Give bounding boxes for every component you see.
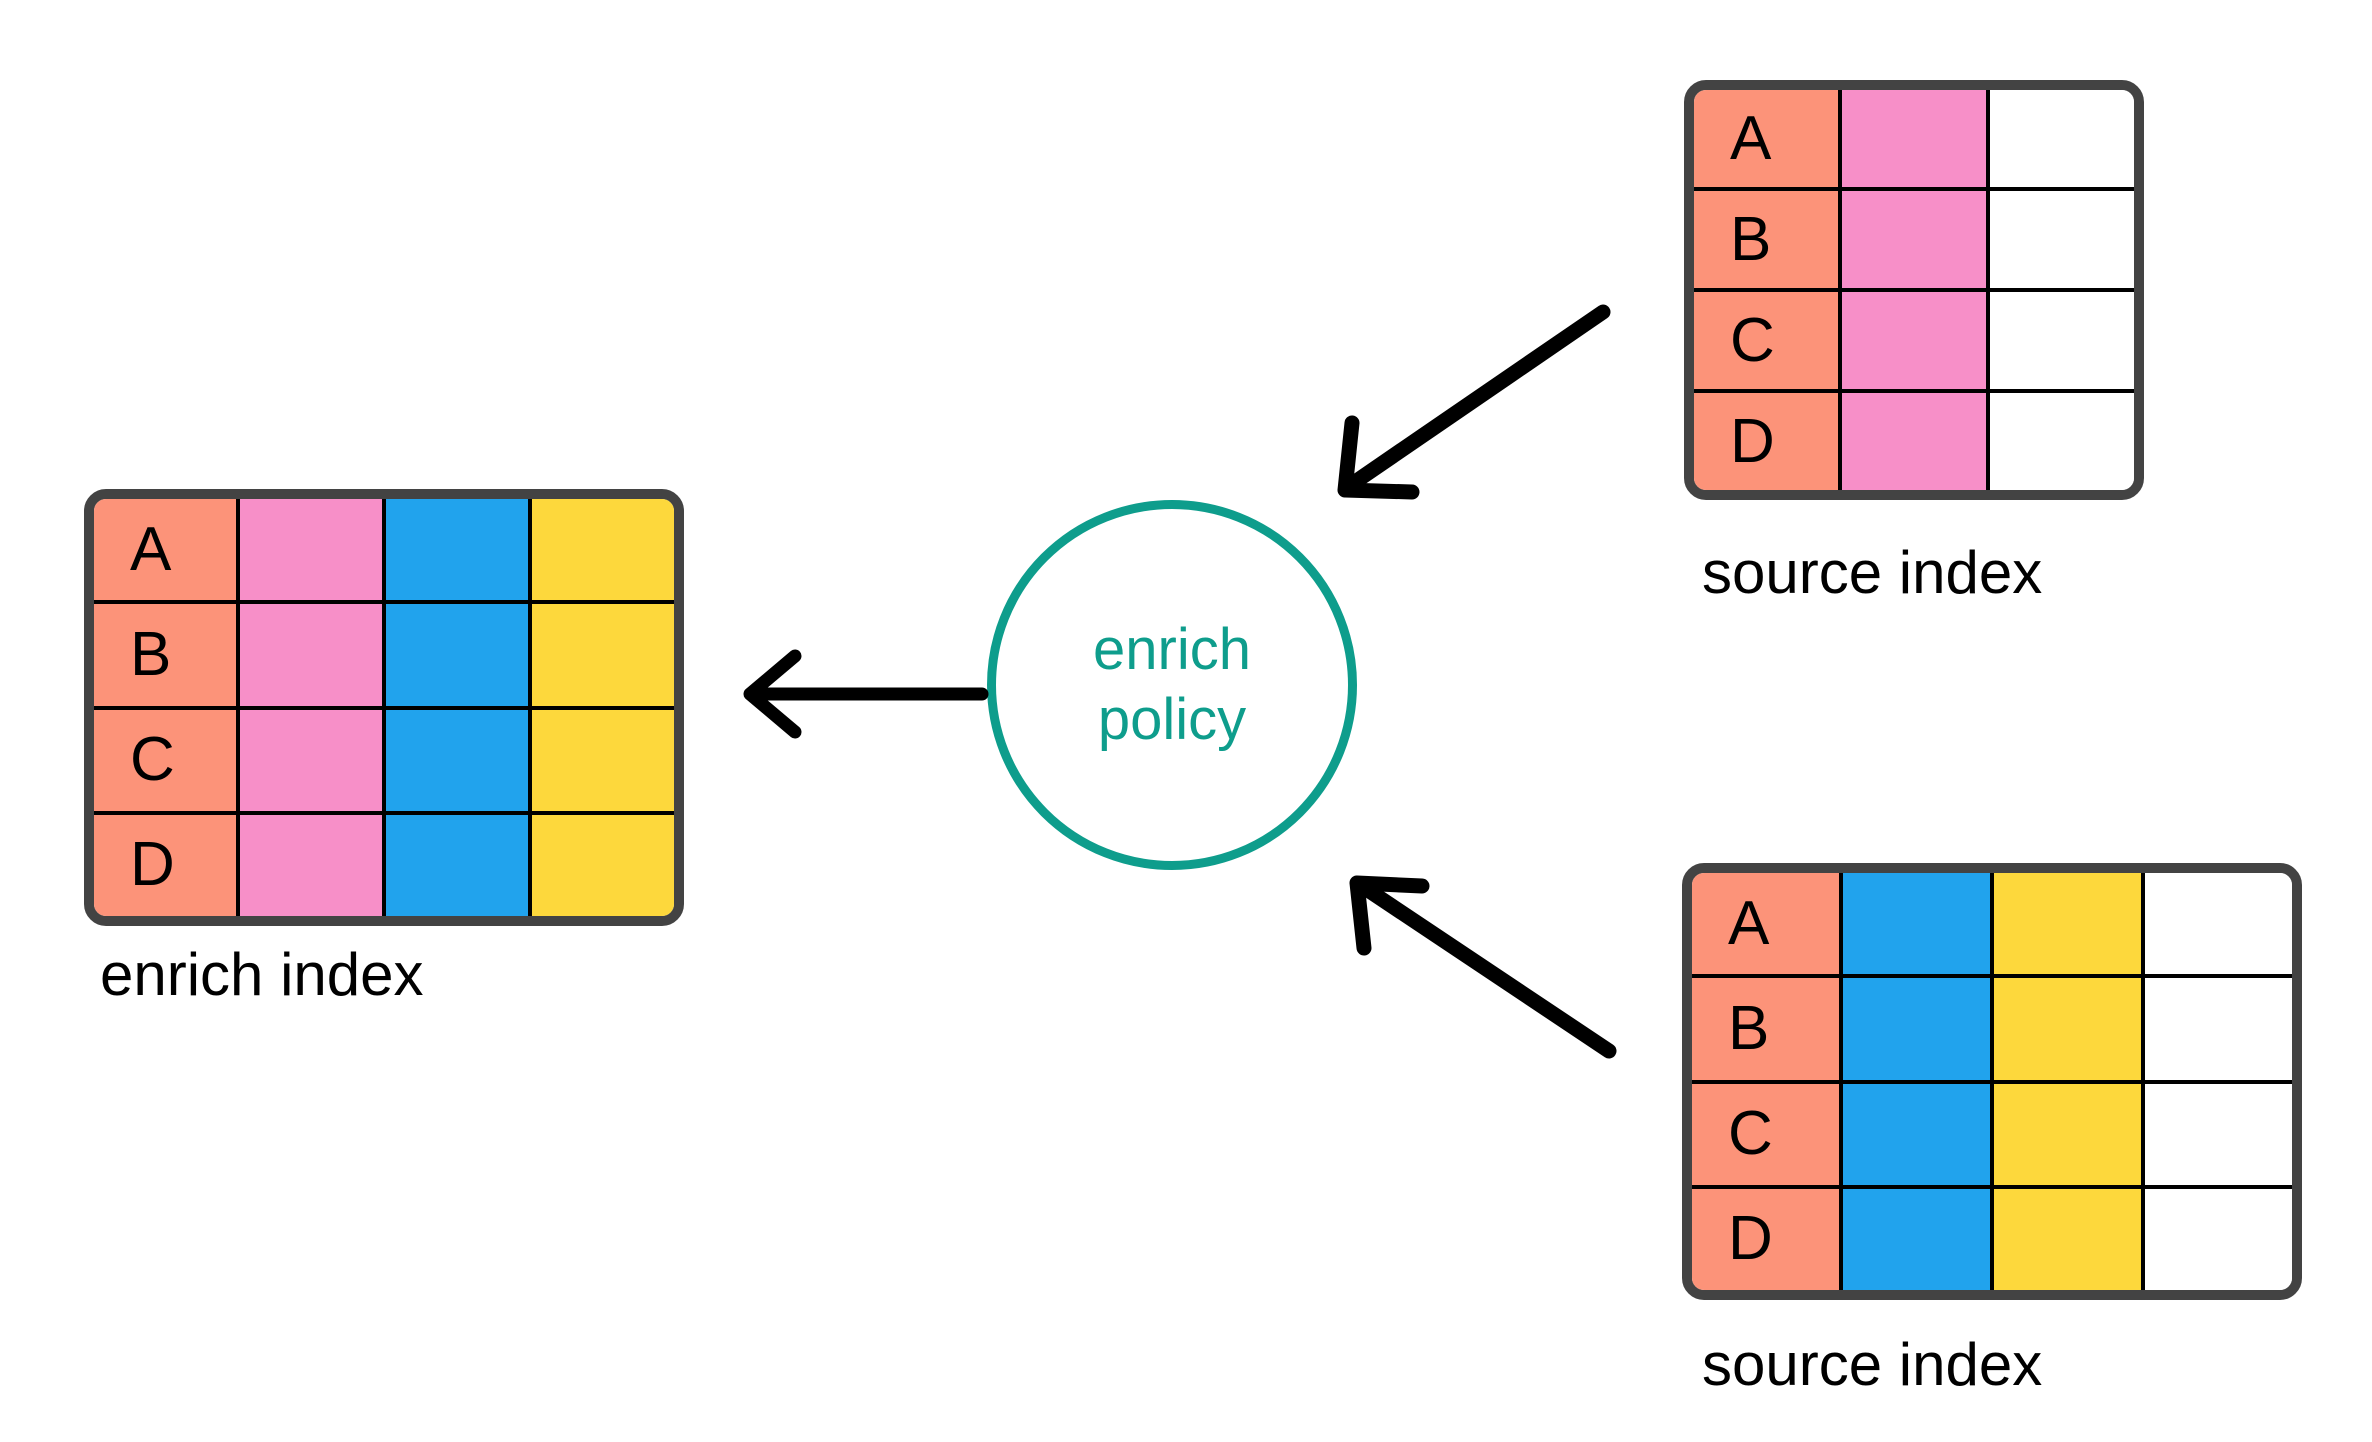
table-cell-yellow xyxy=(532,499,674,601)
table-cell-key: A xyxy=(1692,873,1843,975)
table-cell-key: C xyxy=(94,709,240,811)
table-cell-empty xyxy=(1990,393,2134,490)
table-row: C xyxy=(1692,1083,2292,1189)
table-cell-pink xyxy=(240,814,386,916)
table-cell-blue xyxy=(1843,1083,1994,1185)
row-key-label: C xyxy=(130,725,175,795)
table-row: C xyxy=(1694,292,2134,393)
table-row: A xyxy=(1694,90,2134,191)
table-row: B xyxy=(1694,191,2134,292)
row-key-label: A xyxy=(1728,888,1770,958)
source-index-bottom-caption: source index xyxy=(1702,1331,2043,1398)
table-cell-blue xyxy=(1843,978,1994,1080)
table-row: D xyxy=(1692,1188,2292,1290)
table-cell-blue xyxy=(386,814,532,916)
enrich-policy-label-line2: policy xyxy=(1097,687,1247,752)
table-cell-key: B xyxy=(1692,978,1843,1080)
enrich-policy-circle[interactable]: enrich policy xyxy=(987,500,1357,870)
enrich-index-caption: enrich index xyxy=(100,941,424,1008)
table-cell-key: C xyxy=(1692,1083,1843,1185)
table-cell-blue xyxy=(386,604,532,706)
table-cell-empty xyxy=(2145,978,2292,1080)
table-row: C xyxy=(94,709,674,815)
arrow-source-bottom-to-policy xyxy=(1349,875,1617,1059)
arrow-policy-to-enrich-index xyxy=(743,649,989,739)
table-cell-pink xyxy=(1842,191,1990,288)
table-cell-pink xyxy=(240,499,386,601)
enrich-policy-label-line1: enrich xyxy=(1093,617,1251,683)
row-key-label: D xyxy=(1728,1204,1773,1274)
enrich-index-table: A B C D xyxy=(84,489,684,926)
table-cell-pink xyxy=(1842,90,1990,187)
table-cell-yellow xyxy=(532,814,674,916)
arrow-source-top-to-policy xyxy=(1337,304,1611,500)
row-key-label: D xyxy=(130,830,175,900)
row-key-label: A xyxy=(130,514,172,584)
table-cell-empty xyxy=(1990,292,2134,389)
source-index-bottom-table: A B C D xyxy=(1682,863,2302,1300)
table-cell-pink xyxy=(1842,292,1990,389)
table-cell-pink xyxy=(240,604,386,706)
table-row: D xyxy=(1694,393,2134,490)
table-cell-empty xyxy=(1990,90,2134,187)
table-cell-yellow xyxy=(532,604,674,706)
table-cell-yellow xyxy=(1994,1083,2145,1185)
row-key-label: A xyxy=(1730,103,1772,173)
table-cell-empty xyxy=(2145,873,2292,975)
table-cell-key: B xyxy=(94,604,240,706)
table-cell-yellow xyxy=(1994,1188,2145,1290)
table-cell-empty xyxy=(2145,1083,2292,1185)
row-key-label: B xyxy=(1728,993,1770,1063)
table-cell-blue xyxy=(386,499,532,601)
table-cell-yellow xyxy=(1994,873,2145,975)
row-key-label: B xyxy=(1730,204,1772,274)
table-cell-pink xyxy=(1842,393,1990,490)
table-cell-key: D xyxy=(1694,393,1842,490)
row-key-label: D xyxy=(1730,406,1775,476)
table-cell-yellow xyxy=(1994,978,2145,1080)
row-key-label: C xyxy=(1728,1099,1773,1169)
table-cell-empty xyxy=(2145,1188,2292,1290)
table-row: B xyxy=(94,604,674,710)
row-key-label: B xyxy=(130,619,172,689)
table-cell-key: D xyxy=(94,814,240,916)
table-row: D xyxy=(94,814,674,916)
table-cell-yellow xyxy=(532,709,674,811)
table-cell-empty xyxy=(1990,191,2134,288)
table-cell-blue xyxy=(1843,873,1994,975)
table-cell-key: D xyxy=(1692,1188,1843,1290)
source-index-top-table: A B C D xyxy=(1684,80,2144,500)
table-cell-key: A xyxy=(94,499,240,601)
table-row: B xyxy=(1692,978,2292,1084)
source-index-top-caption: source index xyxy=(1702,539,2043,606)
table-row: A xyxy=(1692,873,2292,979)
table-cell-key: A xyxy=(1694,90,1842,187)
table-cell-key: C xyxy=(1694,292,1842,389)
table-cell-blue xyxy=(1843,1188,1994,1290)
table-cell-key: B xyxy=(1694,191,1842,288)
table-row: A xyxy=(94,499,674,605)
row-key-label: C xyxy=(1730,305,1775,375)
table-cell-blue xyxy=(386,709,532,811)
table-cell-pink xyxy=(240,709,386,811)
